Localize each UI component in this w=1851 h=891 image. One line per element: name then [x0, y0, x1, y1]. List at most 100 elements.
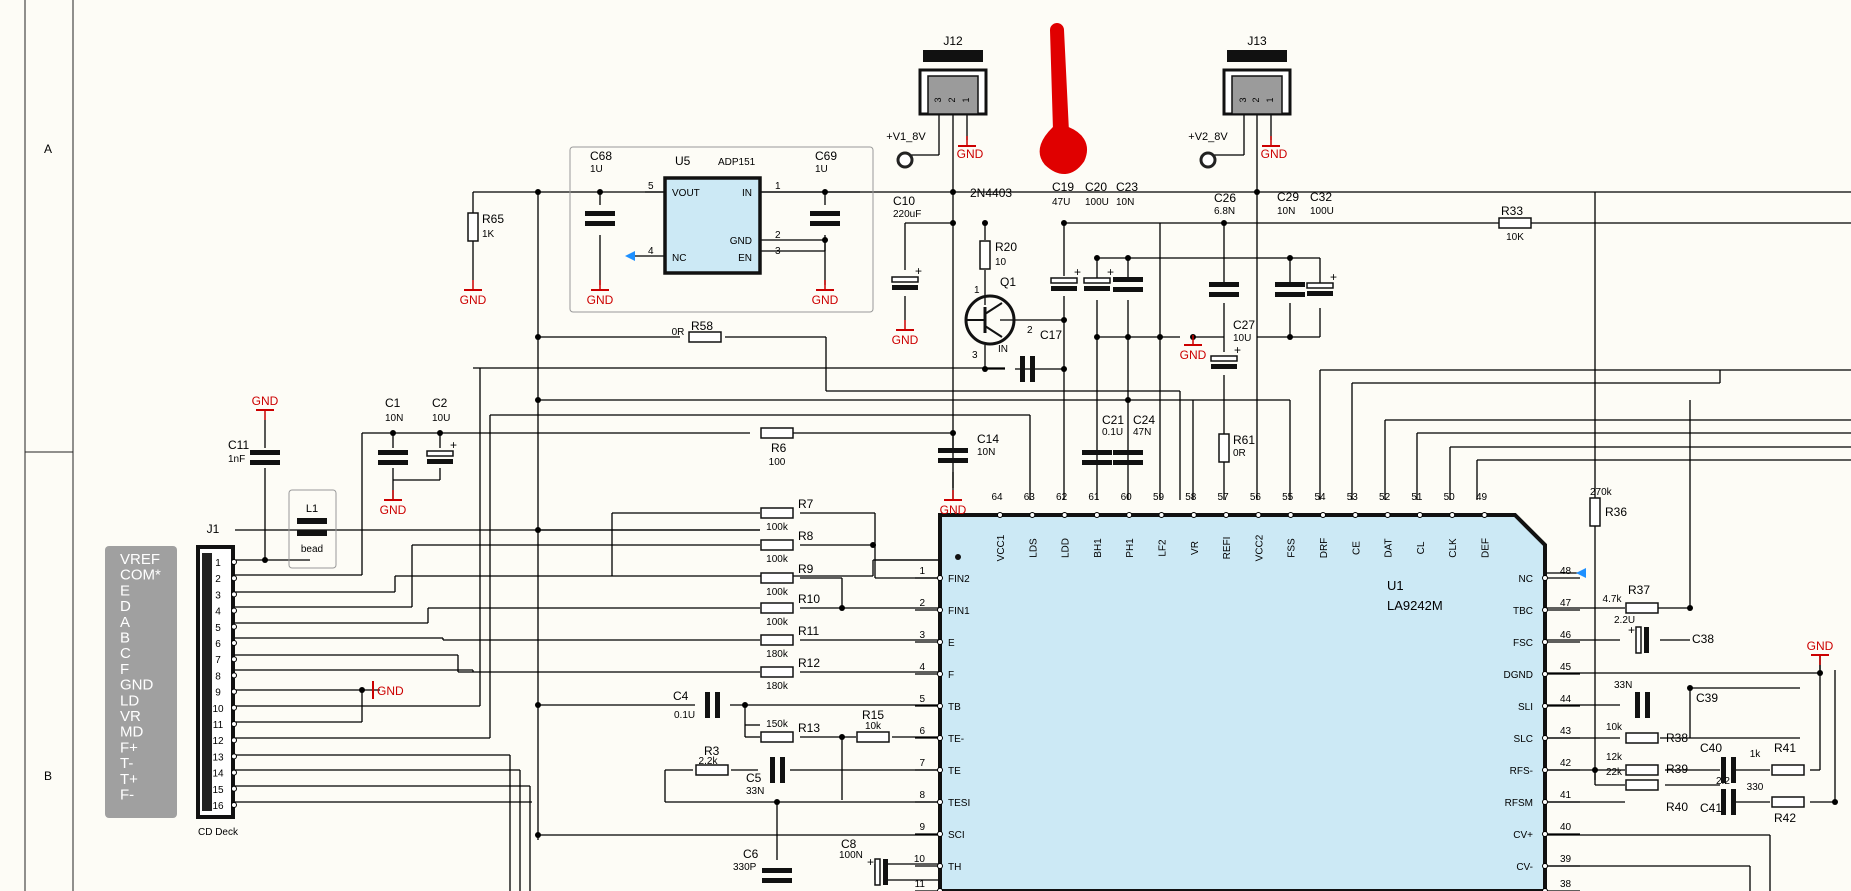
ground-label: GND — [460, 293, 487, 307]
r12-ref: R12 — [798, 656, 820, 670]
c69-ref: C69 — [815, 149, 837, 163]
l1-bead: L1 bead — [288, 489, 337, 569]
c6-ref: C6 — [743, 847, 759, 861]
j1-pin-number: 16 — [212, 801, 224, 812]
j13-supply-label: +V2_8V — [1188, 131, 1228, 143]
c2-ref: C2 — [432, 396, 448, 410]
u1-pin-dot — [937, 863, 943, 869]
u1-left-pin-num: 10 — [914, 854, 926, 865]
c17-ref: C17 — [1040, 328, 1062, 342]
c27-ref: C27 — [1233, 318, 1255, 332]
ground-label: GND — [1807, 639, 1834, 653]
u1-ref: U1 — [1387, 578, 1404, 593]
r58-value: 0R — [672, 327, 685, 338]
ground-symbol: GND — [372, 681, 404, 699]
r36-ref: R36 — [1605, 505, 1627, 519]
j13-gnd-label: GND — [1261, 147, 1288, 161]
ground-label: GND — [587, 293, 614, 307]
u1-pin-dot — [937, 767, 943, 773]
u1-left-pin-num: 8 — [919, 790, 925, 801]
u1-pin-dot — [937, 703, 943, 709]
u1-left-pin-num: 6 — [919, 726, 925, 737]
u1-top-pin-num: 60 — [1121, 492, 1133, 503]
j13-pin-3: 3 — [1238, 97, 1248, 102]
r41-value: 1k — [1750, 749, 1762, 760]
u1-left-pin-name: TB — [948, 702, 961, 713]
q1-pin-2: 2 — [1027, 325, 1033, 336]
j1-signal-label: GND — [120, 677, 154, 694]
j13-pin-2: 2 — [1251, 97, 1261, 102]
c41-ref: C41 — [1700, 801, 1722, 815]
u5-pinnum-3: 3 — [775, 246, 781, 257]
u5-pinnum-1: 1 — [775, 181, 781, 192]
u1-top-pin-name: LDD — [1061, 538, 1072, 558]
c24-ref: C24 — [1133, 413, 1155, 427]
u1-top-pin-name: LF2 — [1158, 539, 1169, 557]
r33-value: 10K — [1506, 232, 1524, 243]
u1-right-pin-num: 38 — [1560, 879, 1572, 890]
u1-top-pin-num: 57 — [1218, 492, 1230, 503]
ground-symbol: GND — [380, 490, 407, 517]
j12-pin-3: 3 — [933, 97, 943, 102]
j1-pin-number: 6 — [215, 639, 221, 650]
r12-value: 180k — [766, 681, 789, 692]
u1-top-pin-name: REFI — [1222, 537, 1233, 560]
c21-value: 0.1U — [1102, 427, 1123, 438]
c4-ref: C4 — [673, 689, 689, 703]
c68-value: 1U — [590, 164, 603, 175]
j1-signal-label: T- — [120, 755, 133, 772]
u1-right-pin-name: SLI — [1518, 702, 1533, 713]
c39-ref: C39 — [1696, 691, 1718, 705]
j1-pin-dot — [231, 575, 237, 582]
c14-value: 10N — [977, 447, 995, 458]
u1-pin-dot — [937, 671, 943, 677]
j1-pin-dot — [231, 785, 237, 792]
j1-ref: J1 — [207, 522, 220, 536]
j12-supply-label: +V1_8V — [886, 131, 926, 143]
u1-top-pin-num: 53 — [1347, 492, 1359, 503]
u5-pin-en: EN — [738, 253, 752, 264]
u1-pin-dot — [1449, 512, 1456, 518]
j1-signal-label: F- — [120, 787, 134, 804]
u1-left-pin-num: 9 — [919, 822, 925, 833]
r8-ref: R8 — [798, 529, 814, 543]
c32-ref: C32 — [1310, 190, 1332, 204]
r36-value: 270k — [1590, 487, 1613, 498]
u1-right-pin-num: 47 — [1560, 598, 1572, 609]
ground-symbol: GND — [940, 490, 967, 517]
u1-right-pins: 48NC47TBC46FSC45DGND44SLI43SLC42RFS-41RF… — [1504, 566, 1580, 891]
j1-pin-dot — [231, 640, 237, 646]
c10-ref: C10 — [893, 194, 915, 208]
r11-ref: R11 — [798, 624, 819, 638]
u1-pin-dot — [1542, 607, 1548, 613]
u5-part: ADP151 — [718, 157, 756, 168]
c2-value: 10U — [432, 413, 450, 424]
r37-value: 4.7k — [1603, 594, 1623, 605]
j1-pin-dot — [231, 607, 237, 614]
u1-chip: U1 LA9242M 1FIN22FIN13E4F5TB6TE-7TE8TESI… — [914, 492, 1580, 891]
ground-label: GND — [812, 293, 839, 307]
ground-symbol: GND — [812, 280, 839, 307]
connector-j1: J1 CD Deck VREFCOM*EDABCFGNDLDVRMDF+T-T+… — [105, 522, 239, 838]
u1-right-pin-num: 46 — [1560, 630, 1572, 641]
j1-pin-dot — [231, 769, 237, 776]
capacitor-c41: C41 — [1700, 789, 1736, 815]
r6-value: 100 — [769, 457, 786, 468]
u1-right-pin-name: CV- — [1516, 862, 1533, 873]
u1-pin-dot — [1158, 512, 1165, 518]
u1-top-pins: 64VCC163LDS62LDD61BH160PH159LF258VR57REF… — [991, 492, 1491, 561]
r20-ref: R20 — [995, 240, 1017, 254]
